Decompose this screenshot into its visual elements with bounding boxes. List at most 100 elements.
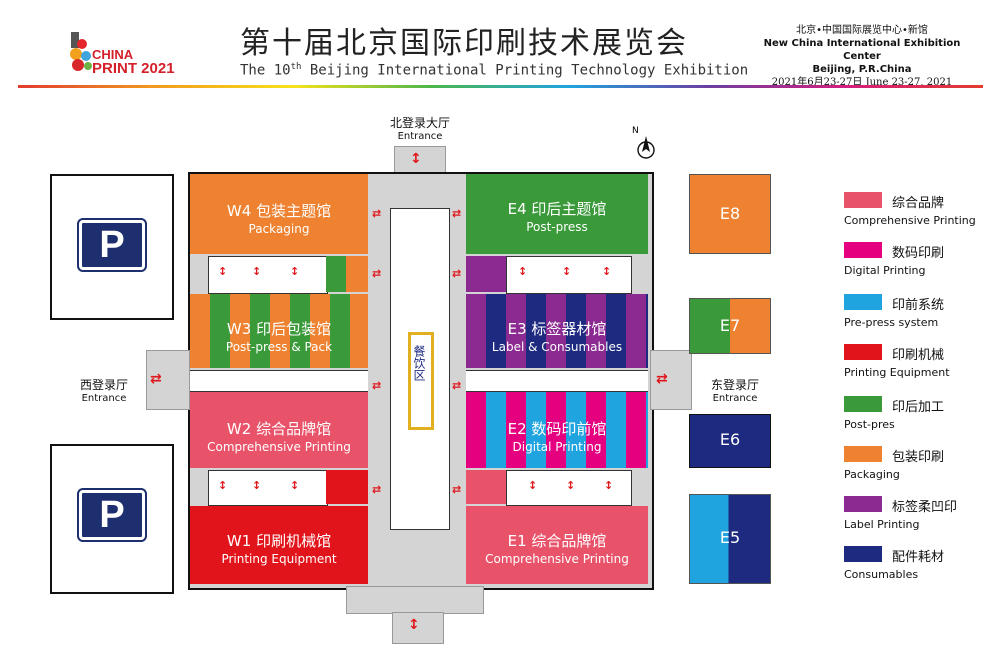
dining-area-label: 餐饮区 — [412, 345, 426, 381]
hall-e2-label: E2 数码印前馆 Digital Printing — [466, 420, 648, 456]
legend-cn: 配件耗材 — [892, 550, 945, 565]
corridor-e2-e1-pink — [466, 470, 506, 504]
legend-swatch — [844, 546, 882, 562]
corridor-arrow: ↕ — [218, 479, 228, 492]
corridor-arrow: ↕ — [252, 479, 262, 492]
hall-e5-label: E5 — [719, 528, 741, 547]
south-entrance-hall — [346, 586, 484, 614]
corridor-w4-w3 — [208, 256, 328, 294]
legend-swatch — [844, 192, 882, 208]
west-entrance-cn: 西登录厅 — [79, 378, 128, 392]
legend-swatch — [844, 294, 882, 310]
hall-w1[interactable]: W1 印刷机械馆 Printing Equipment — [190, 506, 368, 584]
venue-date: 2021年6月23-27日 June 23-27, 2021 — [771, 77, 953, 88]
hall-w4[interactable]: W4 包装主题馆 Packaging — [190, 174, 368, 254]
hall-e7[interactable]: E7 — [689, 298, 771, 354]
west-entrance-en: Entrance — [81, 393, 127, 404]
legend-cn: 印刷机械 — [892, 348, 945, 363]
east-entrance-cn: 东登录厅 — [710, 378, 759, 392]
logo-mark-icon — [70, 32, 92, 71]
corridor-arrow: ↕ — [528, 479, 538, 492]
hall-e8[interactable]: E8 — [689, 174, 771, 254]
legend-en: Printing Equipment — [844, 366, 950, 379]
legend-cn: 印后加工 — [892, 400, 945, 415]
north-entrance-arrow: ↕ — [410, 151, 422, 167]
hall-e1[interactable]: E1 综合品牌馆 Comprehensive Printing — [466, 506, 648, 584]
hall-e4[interactable]: E4 印后主题馆 Post-press — [466, 174, 648, 254]
corridor-east-main — [466, 370, 648, 392]
hall-w4-en: Packaging — [248, 222, 310, 236]
hall-w3-cn: W3 印后包装馆 — [226, 320, 332, 338]
corridor-w4-w3-orange — [346, 256, 368, 292]
legend-cn: 标签柔凹印 — [892, 500, 958, 515]
hall-e3[interactable]: E3 标签器材馆 Label & Consumables — [466, 294, 648, 368]
hall-e6-label: E6 — [719, 430, 741, 449]
title-cn: 第十届北京国际印刷技术展览会 — [240, 26, 688, 61]
hall-e4-cn: E4 印后主题馆 — [507, 200, 607, 218]
corridor-w4-w3-green — [326, 256, 346, 292]
south-entrance-lobby — [392, 612, 444, 644]
corridor-west-main — [190, 370, 368, 392]
legend-cn: 印前系统 — [892, 298, 945, 313]
title-en-sup: th — [290, 62, 302, 72]
venue-city: Beijing, P.R.China — [812, 64, 912, 75]
legend-en: Packaging — [844, 468, 900, 481]
logo-text: CHINA PRINT 2021 — [92, 48, 175, 77]
corridor-arrow: ↕ — [566, 479, 576, 492]
hall-e6[interactable]: E6 — [689, 414, 771, 468]
hall-e7-label: E7 — [719, 316, 741, 335]
parking-icon: P — [77, 488, 147, 542]
corridor-e4-e3-purple — [466, 256, 506, 292]
legend-cn: 综合品牌 — [892, 196, 945, 211]
legend-swatch — [844, 242, 882, 258]
legend-cn: 数码印刷 — [892, 246, 945, 261]
west-entrance-label: 西登录厅 Entrance — [64, 376, 144, 404]
corridor-e4-e3 — [506, 256, 632, 294]
corridor-arrow: ↕ — [602, 265, 612, 278]
hall-e2[interactable]: E2 数码印前馆 Digital Printing — [466, 392, 648, 468]
logo-line2: PRINT 2021 — [92, 60, 175, 77]
venue-info: 北京•中国国际展览中心•新馆 New China International E… — [752, 24, 972, 89]
parking-lot-south: P — [50, 444, 174, 594]
east-entrance-hall — [650, 350, 692, 410]
hall-w3[interactable]: W3 印后包装馆 Post-press & Pack — [190, 294, 368, 368]
corridor-e2-e1 — [506, 470, 632, 506]
hall-w1-label: W1 印刷机械馆 Printing Equipment — [190, 532, 368, 568]
hall-w1-cn: W1 印刷机械馆 — [226, 532, 332, 550]
north-arrow-icon — [637, 136, 655, 159]
logo — [68, 30, 94, 74]
hall-w2[interactable]: W2 综合品牌馆 Comprehensive Printing — [190, 392, 368, 468]
south-entrance-arrow: ↕ — [408, 617, 420, 633]
hall-e3-label: E3 标签器材馆 Label & Consumables — [466, 320, 648, 356]
venue-cn: 北京•中国国际展览中心•新馆 — [796, 25, 928, 36]
hall-e1-en: Comprehensive Printing — [485, 552, 629, 566]
hall-w2-label: W2 综合品牌馆 Comprehensive Printing — [190, 420, 368, 456]
hall-w4-label: W4 包装主题馆 Packaging — [190, 202, 368, 238]
legend-swatch — [844, 496, 882, 512]
hall-e5[interactable]: E5 — [689, 494, 771, 584]
hall-w2-cn: W2 综合品牌馆 — [226, 420, 332, 438]
hall-e3-en: Label & Consumables — [491, 340, 623, 354]
spine-arrow: ⇄ — [452, 379, 462, 392]
legend-en: Label Printing — [844, 518, 920, 531]
spine-arrow: ⇄ — [372, 267, 382, 280]
legend-en: Post-pres — [844, 418, 895, 431]
corridor-arrow: ↕ — [252, 265, 262, 278]
spine-arrow: ⇄ — [452, 267, 462, 280]
north-entrance-cn: 北登录大厅 — [389, 116, 450, 130]
legend-en: Pre-press system — [844, 316, 939, 329]
hall-e2-en: Digital Printing — [512, 440, 602, 454]
hall-w3-label: W3 印后包装馆 Post-press & Pack — [190, 320, 368, 356]
title-en: The 10th Beijing International Printing … — [240, 62, 748, 79]
corridor-arrow: ↕ — [604, 479, 614, 492]
parking-icon: P — [77, 218, 147, 272]
hall-w2-en: Comprehensive Printing — [207, 440, 351, 454]
dining-area: 餐饮区 — [408, 332, 434, 430]
hall-e2-cn: E2 数码印前馆 — [507, 420, 607, 438]
hall-e1-label: E1 综合品牌馆 Comprehensive Printing — [466, 532, 648, 568]
spine-arrow: ⇄ — [372, 483, 382, 496]
east-entrance-en: Entrance — [712, 393, 758, 404]
corridor-arrow: ↕ — [218, 265, 228, 278]
corridor-arrow: ↕ — [290, 479, 300, 492]
venue-en: New China International Exhibition Cente… — [763, 38, 961, 62]
